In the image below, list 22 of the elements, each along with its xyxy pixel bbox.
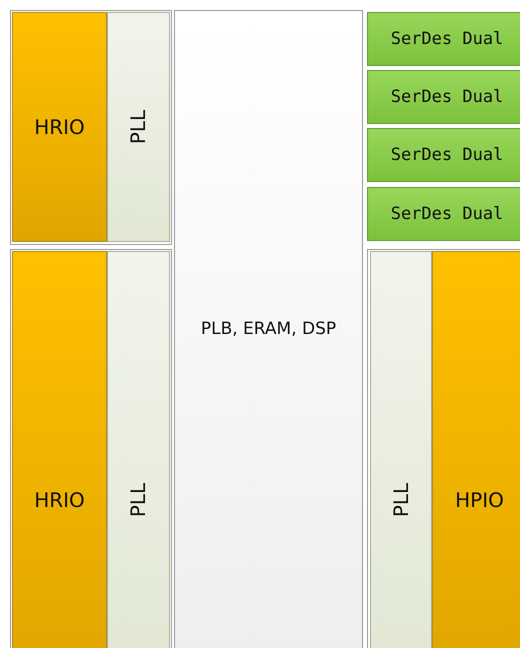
block-label: PLL (389, 482, 413, 518)
block-label: SerDes Dual (390, 29, 504, 49)
block-label: PLB, ERAM, DSP (200, 319, 336, 339)
block-label: SerDes Dual (390, 87, 504, 107)
io-bank-block (12, 12, 107, 242)
block-label: HRIO (34, 115, 85, 139)
pll-block (107, 251, 170, 648)
block-label: PLL (126, 110, 150, 144)
fabric-block (174, 10, 363, 648)
serdes-block (367, 187, 520, 241)
io-bank-block (12, 251, 107, 648)
serdes-block (367, 128, 520, 182)
block-label: SerDes Dual (390, 145, 504, 165)
block-label: HRIO (34, 488, 85, 512)
pll-block (370, 251, 432, 648)
io-bank-block (432, 251, 520, 648)
block-label: HPIO (455, 488, 504, 512)
serdes-block (367, 70, 520, 124)
pll-block (107, 12, 170, 242)
serdes-block (367, 12, 520, 66)
block-label: SerDes Dual (390, 204, 504, 224)
block-label: PLL (126, 482, 150, 518)
